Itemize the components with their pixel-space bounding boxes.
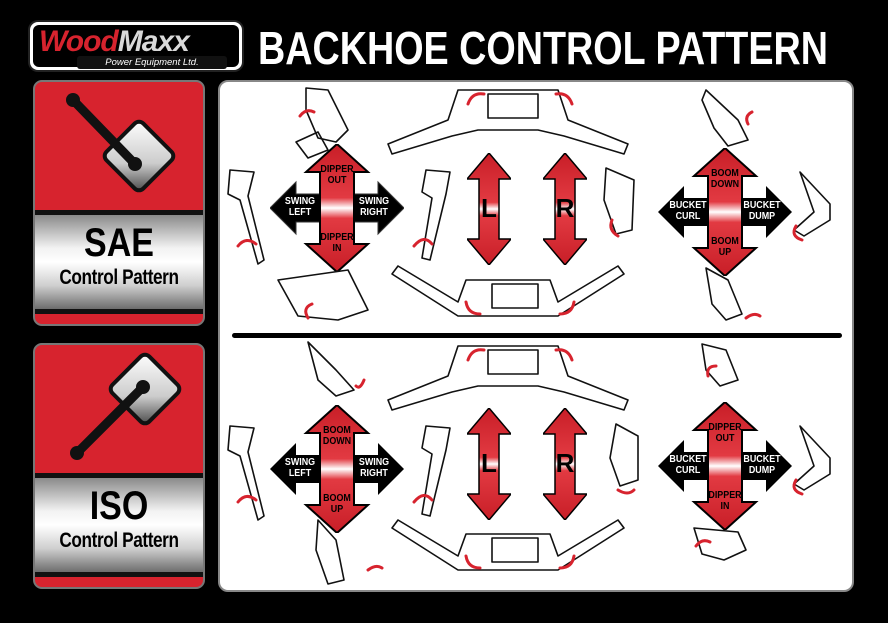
logo-background: WoodMaxx Power Equipment Ltd. — [33, 25, 239, 69]
iso-left-track-letter: L — [481, 448, 497, 478]
iso-label-band: ISO Control Pattern — [35, 473, 203, 577]
iso-left-lever-cross: BOOM DOWN BOOM UP SWING LEFT SWING RIGHT — [270, 405, 404, 533]
sae-pattern-card: SAE Control Pattern — [33, 80, 205, 326]
backhoe-illustrations — [227, 87, 831, 585]
iso-right-left-label: BUCKET CURL — [669, 453, 707, 476]
iso-left-up-label: BOOM DOWN — [322, 424, 352, 447]
iso-code: ISO — [89, 484, 149, 528]
joystick-lever-icon — [35, 345, 203, 473]
iso-right-track-arrow: R — [541, 406, 589, 522]
sae-left-lever-cross: DIPPER OUT DIPPER IN SWING LEFT SWING RI… — [270, 144, 404, 272]
sae-left-right-label: SWING RIGHT — [358, 195, 390, 218]
sae-right-right-label: BUCKET DUMP — [743, 199, 781, 222]
iso-right-right-label: BUCKET DUMP — [743, 453, 781, 476]
sae-left-up-label: DIPPER OUT — [320, 163, 354, 186]
sae-right-lever-cross: BOOM DOWN BOOM UP BUCKET CURL BUCKET DUM… — [658, 148, 792, 276]
iso-left-left-label: SWING LEFT — [284, 456, 316, 479]
logo-subtitle: Power Equipment Ltd. — [77, 56, 227, 69]
sae-right-left-label: BUCKET CURL — [669, 199, 707, 222]
iso-right-track-letter: R — [555, 448, 575, 478]
iso-left-right-label: SWING RIGHT — [358, 456, 390, 479]
sae-right-down-label: BOOM UP — [711, 235, 739, 258]
logo-maxx: Maxx — [117, 25, 190, 58]
iso-right-lever-cross: DIPPER OUT DIPPER IN BUCKET CURL BUCKET … — [658, 402, 792, 530]
motion-arrows — [236, 92, 804, 572]
pattern-divider — [232, 333, 842, 338]
iso-left-track-arrow: L — [465, 406, 513, 522]
iso-right-up-label: DIPPER OUT — [708, 421, 742, 444]
sae-left-left-label: SWING LEFT — [284, 195, 316, 218]
sae-left-down-label: DIPPER IN — [320, 231, 354, 254]
iso-left-down-label: BOOM UP — [323, 492, 351, 515]
iso-control-pattern-label: Control Pattern — [59, 529, 179, 552]
woodmaxx-logo: WoodMaxx Power Equipment Ltd. — [30, 22, 242, 70]
sae-right-up-label: BOOM DOWN — [710, 167, 740, 190]
sae-left-track-letter: L — [481, 193, 497, 223]
sae-control-pattern-label: Control Pattern — [59, 266, 179, 289]
logo-wood: Wood — [39, 25, 119, 58]
sae-left-track-arrow: L — [465, 151, 513, 267]
logo-wordmark: WoodMaxx — [39, 25, 190, 58]
joystick-lever-icon — [35, 82, 203, 210]
sae-code: SAE — [84, 221, 154, 265]
sae-right-track-arrow: R — [541, 151, 589, 267]
iso-pattern-card: ISO Control Pattern — [33, 343, 205, 589]
sae-right-track-letter: R — [555, 193, 575, 223]
sae-label-band: SAE Control Pattern — [35, 210, 203, 314]
page-title: BACKHOE CONTROL PATTERN — [258, 22, 828, 74]
iso-right-down-label: DIPPER IN — [708, 489, 742, 512]
